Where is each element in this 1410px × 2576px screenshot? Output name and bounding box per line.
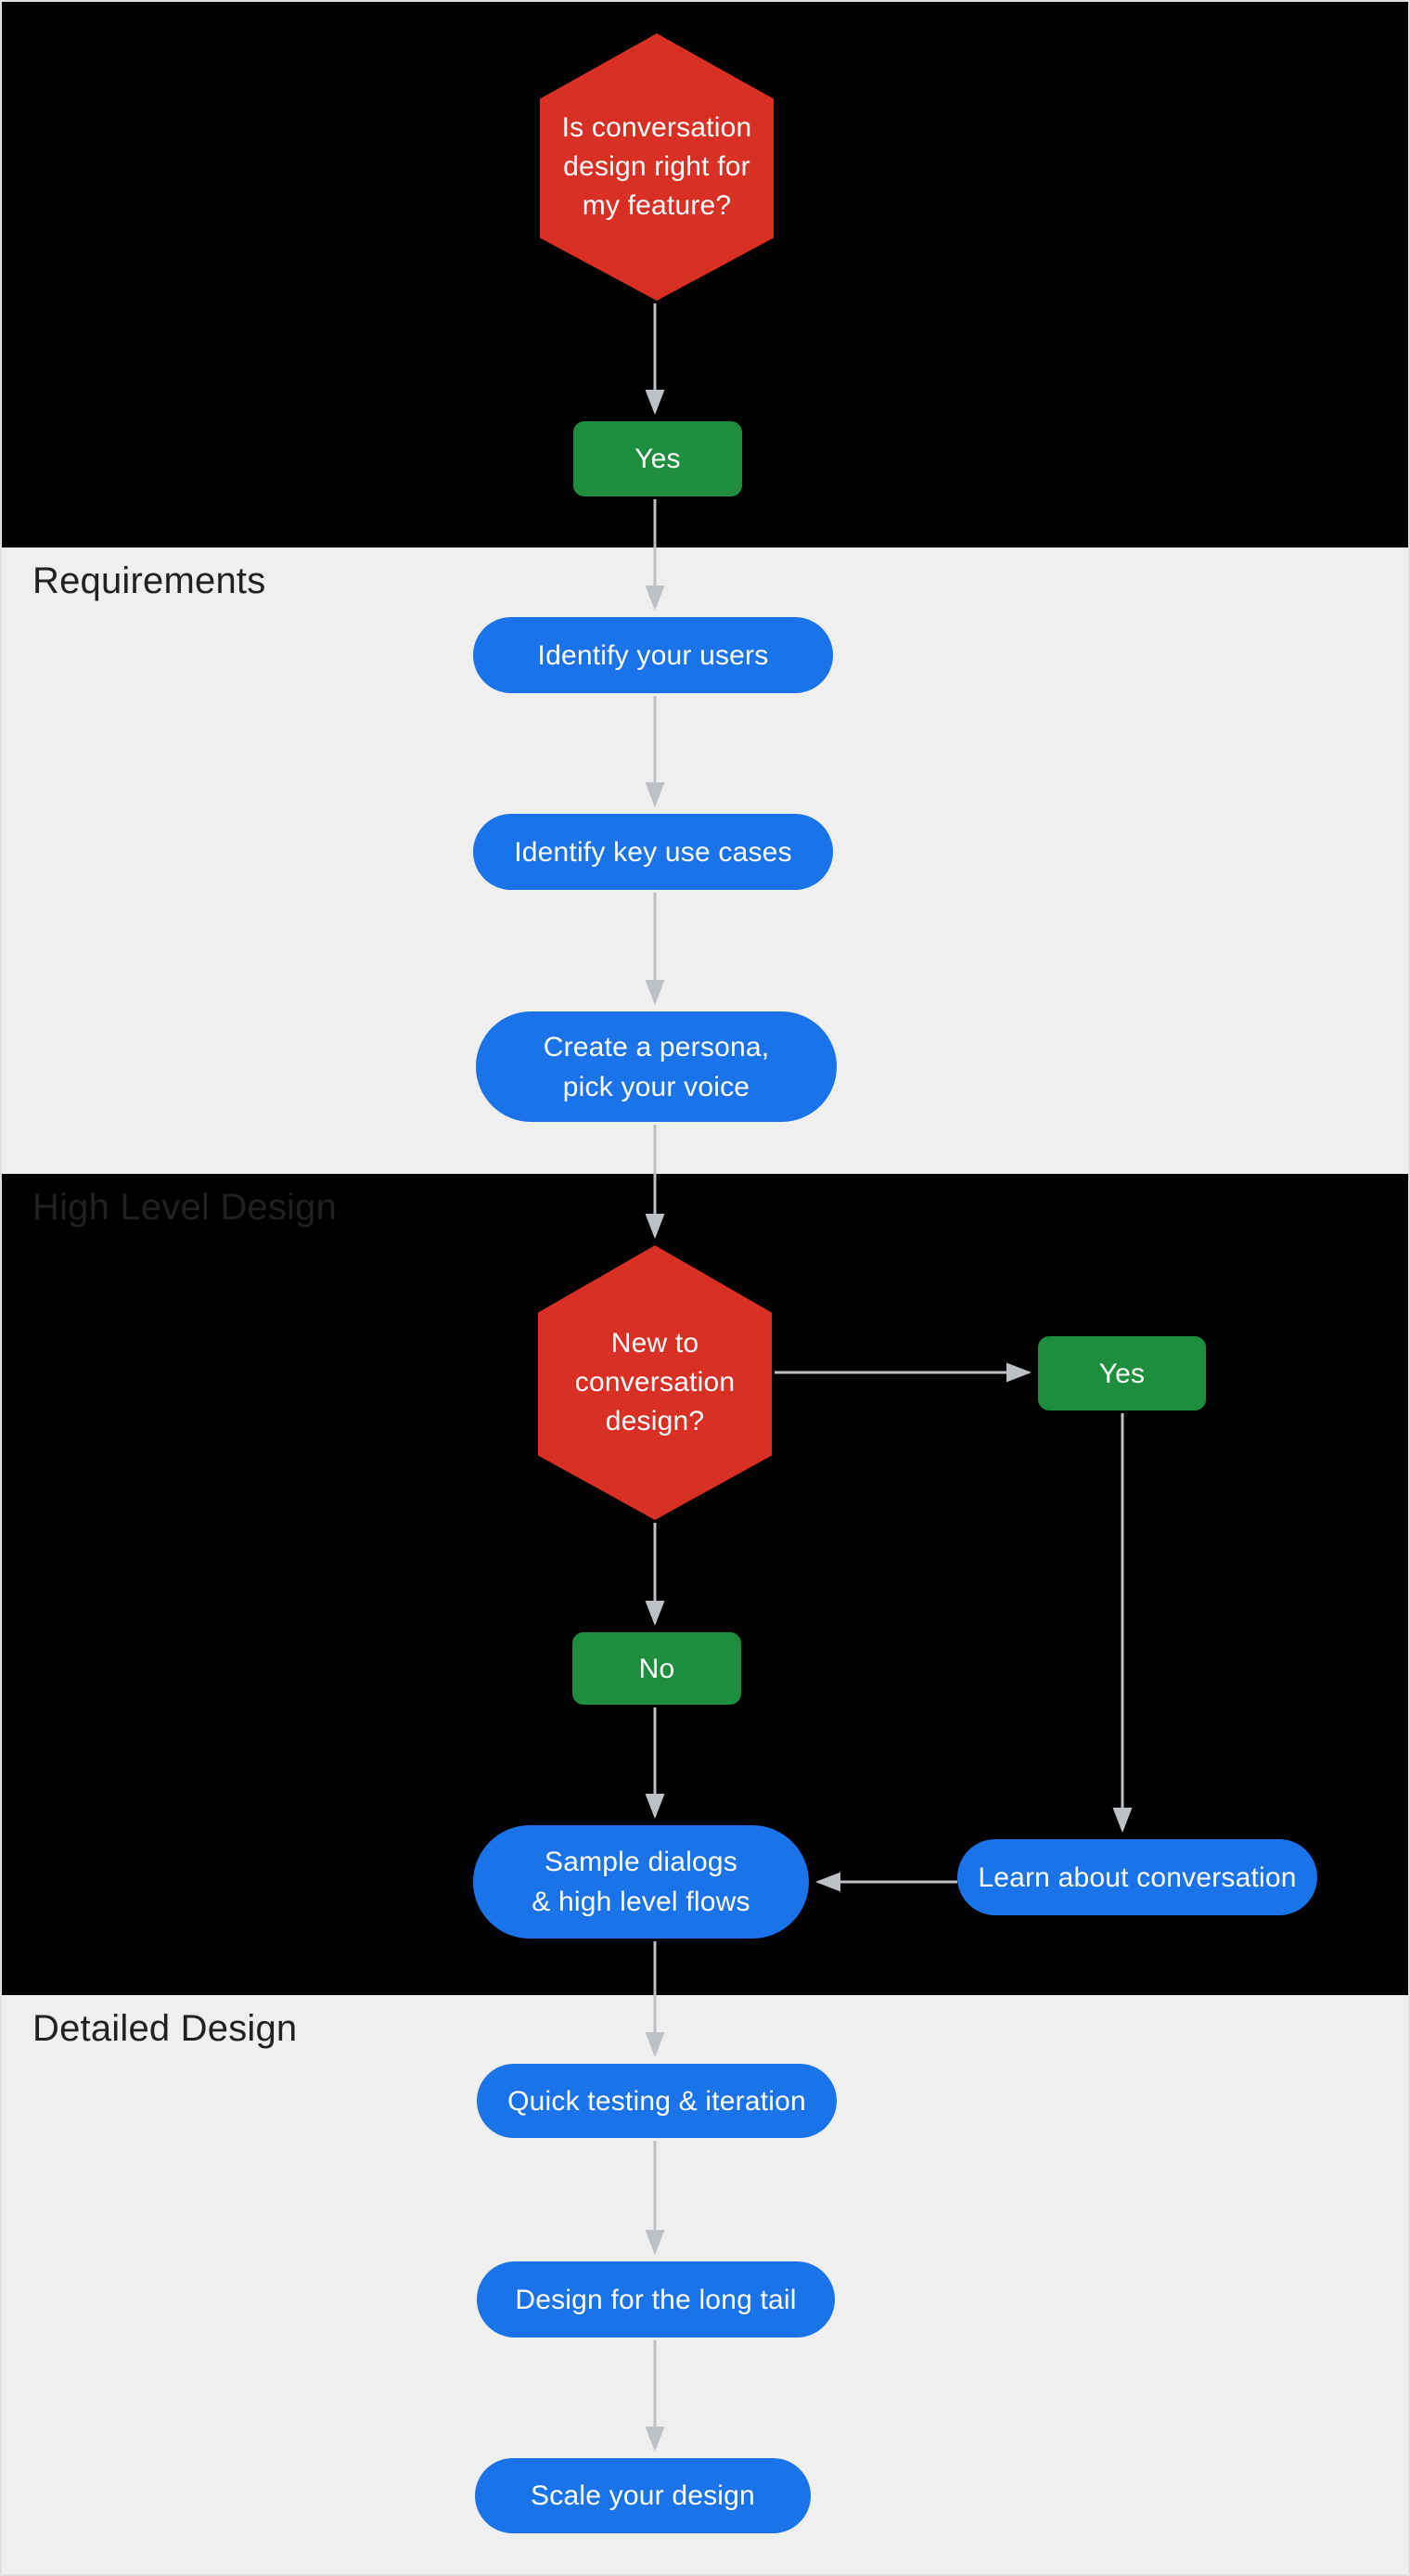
- decision-label: Is conversation design right for my feat…: [561, 112, 752, 221]
- answer-label: No: [638, 1653, 675, 1684]
- step-label: Scale your design: [531, 2480, 755, 2511]
- step-design-for-the-long-tail: Design for the long tail: [477, 2261, 835, 2338]
- step-scale-your-design: Scale your design: [475, 2458, 811, 2533]
- step-create-persona-pick-voice: Create a persona, pick your voice: [476, 1011, 837, 1122]
- step-label: Design for the long tail: [515, 2284, 797, 2315]
- answer-label: Yes: [634, 444, 681, 474]
- step-label: Sample dialogs & high level flows: [532, 1847, 750, 1917]
- answer-yes-2: Yes: [1038, 1336, 1206, 1410]
- decision-is-conversation-design-right: Is conversation design right for my feat…: [540, 33, 774, 301]
- step-identify-key-use-cases: Identify key use cases: [473, 814, 833, 890]
- step-learn-about-conversation: Learn about conversation: [957, 1839, 1317, 1915]
- step-identify-your-users: Identify your users: [473, 617, 833, 693]
- step-quick-testing-iteration: Quick testing & iteration: [477, 2064, 837, 2138]
- answer-yes-1: Yes: [573, 421, 742, 496]
- answer-label: Yes: [1098, 1358, 1146, 1389]
- decision-new-to-conversation-design: New to conversation design?: [538, 1245, 772, 1520]
- step-label: Identify your users: [537, 639, 769, 671]
- step-sample-dialogs-high-level-flows: Sample dialogs & high level flows: [473, 1825, 809, 1938]
- step-label: Quick testing & iteration: [507, 2085, 806, 2117]
- answer-no: No: [572, 1632, 741, 1705]
- step-label: Identify key use cases: [514, 836, 792, 868]
- section-label-high-level-design: High Level Design: [32, 1187, 338, 1228]
- section-label-detailed-design: Detailed Design: [32, 2008, 298, 2049]
- step-label: Create a persona, pick your voice: [543, 1031, 770, 1102]
- section-label-requirements: Requirements: [32, 560, 266, 601]
- decision-label: New to conversation design?: [574, 1328, 736, 1436]
- step-label: Learn about conversation: [978, 1861, 1297, 1893]
